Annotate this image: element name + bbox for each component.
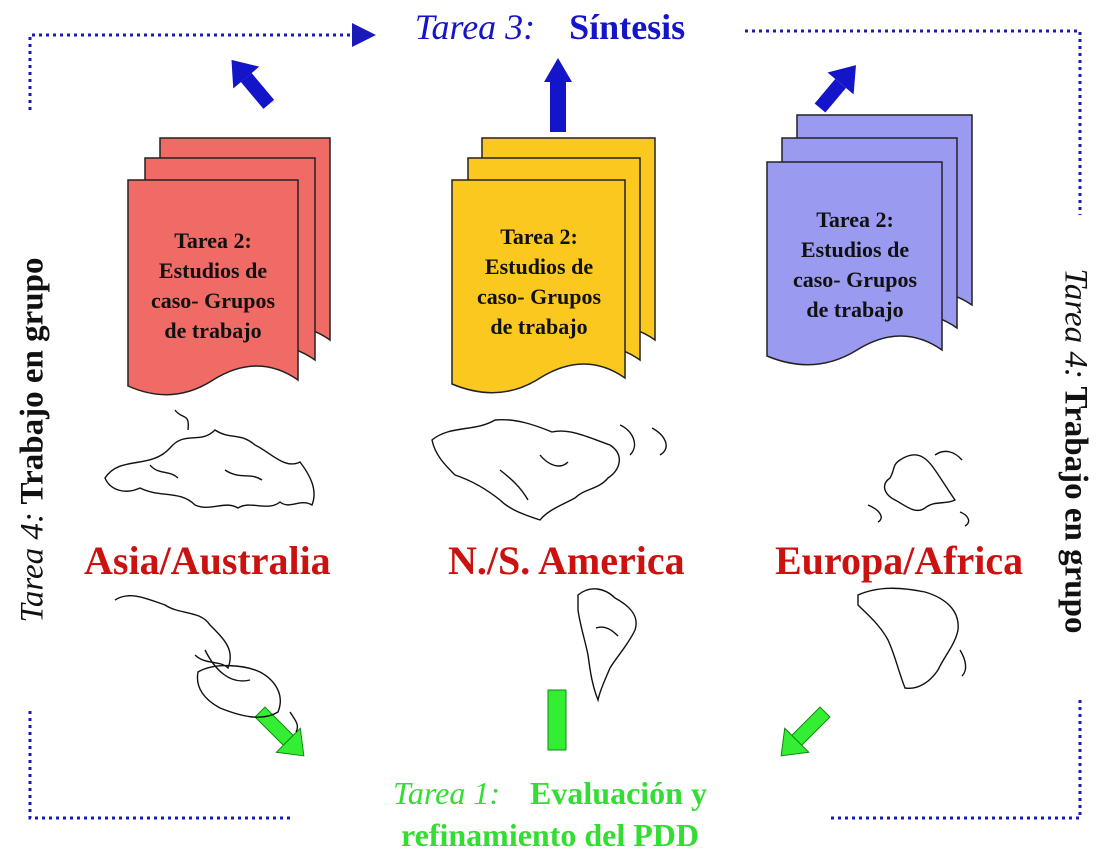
doc-stack-europe [766,114,973,366]
task4-right-tag: Tarea 4: [1057,268,1094,379]
map-americas [431,418,667,703]
doc-stack-asia [127,137,331,396]
arrow-down-left [254,706,305,757]
arrow-up-center [544,58,572,132]
dotted-border-bottom-right [830,700,1082,820]
arrow-head [827,65,856,95]
synthesis-arrows [231,58,856,132]
task4-right-label: Tarea 4: Trabajo en grupo [1057,269,1094,634]
task4-left-label: Tarea 4: Trabajo en grupo [15,258,52,623]
task1-title: Evaluación y [530,775,707,811]
doc-line-3: caso- Grupos [476,284,602,309]
region-label-america: N./S. America [448,538,685,583]
arrow-shaft [240,73,275,109]
doc-text-asia: Tarea 2: Estudios de caso- Grupos de tra… [118,226,308,346]
arrow-shaft [814,78,846,113]
doc-stack-america [451,137,656,394]
doc-line-4: de trabajo [164,318,262,343]
doc-line-3: caso- Grupos [150,288,276,313]
dotted-border-bottom-left [28,710,290,820]
task1-label: Tarea 1: [393,775,501,811]
doc-line-4: de trabajo [806,297,904,322]
arrow-up-left [231,59,275,109]
map-asia-australia [104,409,315,733]
task3-label: Tarea 3: [414,7,536,47]
task4-left-title: Trabajo en grupo [14,257,51,505]
map-europe-africa [857,450,970,689]
task1-heading: Tarea 1: Evaluación y refinamiento del P… [330,772,770,856]
task4-right-title: Trabajo en grupo [1057,386,1094,634]
doc-line-4: de trabajo [490,314,588,339]
arrow-up-right [814,65,856,113]
task3-title: Síntesis [569,7,686,47]
doc-line-1: Tarea 2: [500,224,578,249]
doc-line-1: Tarea 2: [174,228,252,253]
doc-line-1: Tarea 2: [816,207,894,232]
arrow-head [231,59,260,89]
doc-line-3: caso- Grupos [792,267,918,292]
doc-text-europe: Tarea 2: Estudios de caso- Grupos de tra… [760,205,950,325]
doc-line-2: Estudios de [484,254,594,279]
task4-left-tag: Tarea 4: [14,512,51,623]
arrow-head [544,58,572,82]
evaluation-arrows [254,689,831,757]
region-label-europe: Europa/Africa [775,538,1024,583]
doc-line-2: Estudios de [800,237,910,262]
arrow-shaft [550,82,566,132]
doc-line-2: Estudios de [158,258,268,283]
task3-heading: Tarea 3: Síntesis [380,6,720,48]
task1-title-line2: refinamiento del PDD [400,817,700,853]
arrow-down-right [780,706,831,757]
bar-down-center [547,689,567,751]
dotted-border [28,23,1082,820]
doc-text-america: Tarea 2: Estudios de caso- Grupos de tra… [444,222,634,342]
region-label-asia: Asia/Australia [84,538,331,583]
dotted-border-top-right [745,29,1082,215]
dotted-border-top-left [28,23,376,110]
